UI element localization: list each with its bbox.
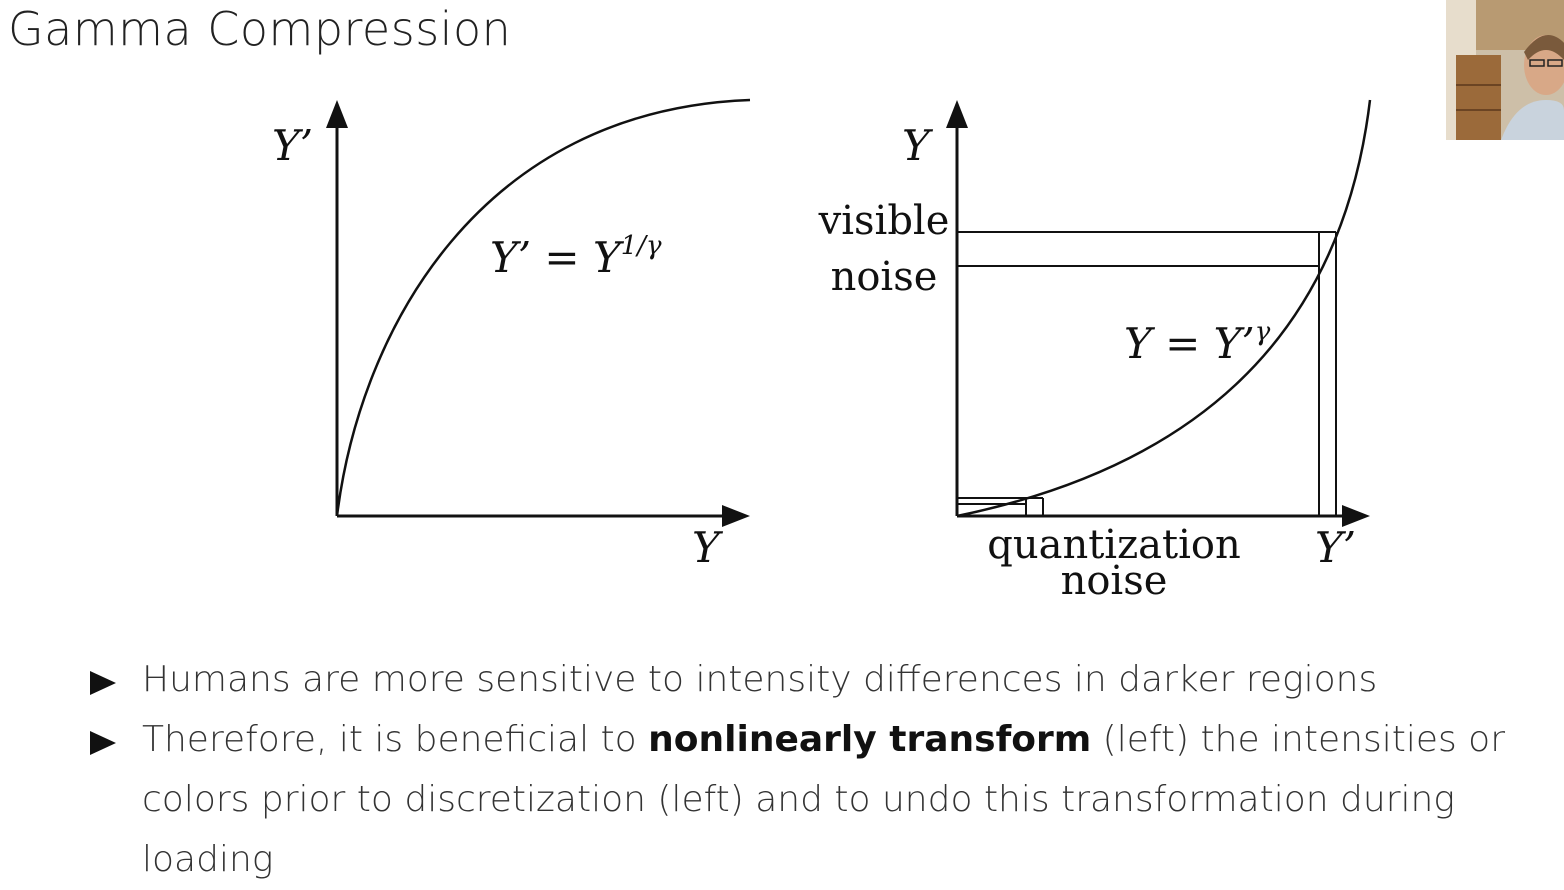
right-equation: Y = Y’γ (1124, 317, 1271, 368)
left-curve (335, 98, 751, 517)
left-equation: Y’ = Y1/γ (490, 231, 662, 282)
left-y-arrow-icon (326, 100, 348, 128)
triangle-right-icon (90, 671, 116, 695)
bullet-text-2-before: Therefore, it is beneficial to (142, 719, 649, 760)
right-x-arrow-icon (1342, 505, 1370, 527)
left-y-axis-label: Y’ (272, 121, 313, 170)
slide-title: Gamma Compression (8, 2, 512, 56)
right-plot: Y Y’ visible noise quantization noise Y … (818, 99, 1372, 604)
left-plot: Y’ Y Y’ = Y1/γ (272, 98, 751, 572)
bullet-list: Humans are more sensitive to intensity d… (90, 650, 1560, 890)
quant-noise-label-1: quantization (987, 522, 1240, 568)
visible-noise-label-1: visible (818, 198, 950, 244)
webcam-image (1446, 0, 1564, 140)
quant-noise-label-2: noise (1061, 558, 1168, 604)
triangle-right-icon (90, 731, 116, 755)
left-x-arrow-icon (722, 505, 750, 527)
gamma-figure: Y’ Y Y’ = Y1/γ Y Y’ visible noise quanti… (272, 98, 1372, 604)
visible-noise-label-2: noise (831, 254, 938, 300)
webcam-video (1446, 0, 1564, 140)
bullet-text-2-bold: nonlinearly transform (648, 719, 1092, 760)
bullet-text-1: Humans are more sensitive to intensity d… (142, 659, 1378, 700)
right-x-axis-label: Y’ (1315, 523, 1356, 572)
right-curve (956, 99, 1372, 518)
right-y-axis-label: Y (902, 121, 934, 170)
left-x-axis-label: Y (692, 523, 724, 572)
bullet-item-1: Humans are more sensitive to intensity d… (90, 650, 1560, 710)
right-y-arrow-icon (946, 100, 968, 128)
bullet-item-2: Therefore, it is beneficial to nonlinear… (90, 710, 1560, 890)
